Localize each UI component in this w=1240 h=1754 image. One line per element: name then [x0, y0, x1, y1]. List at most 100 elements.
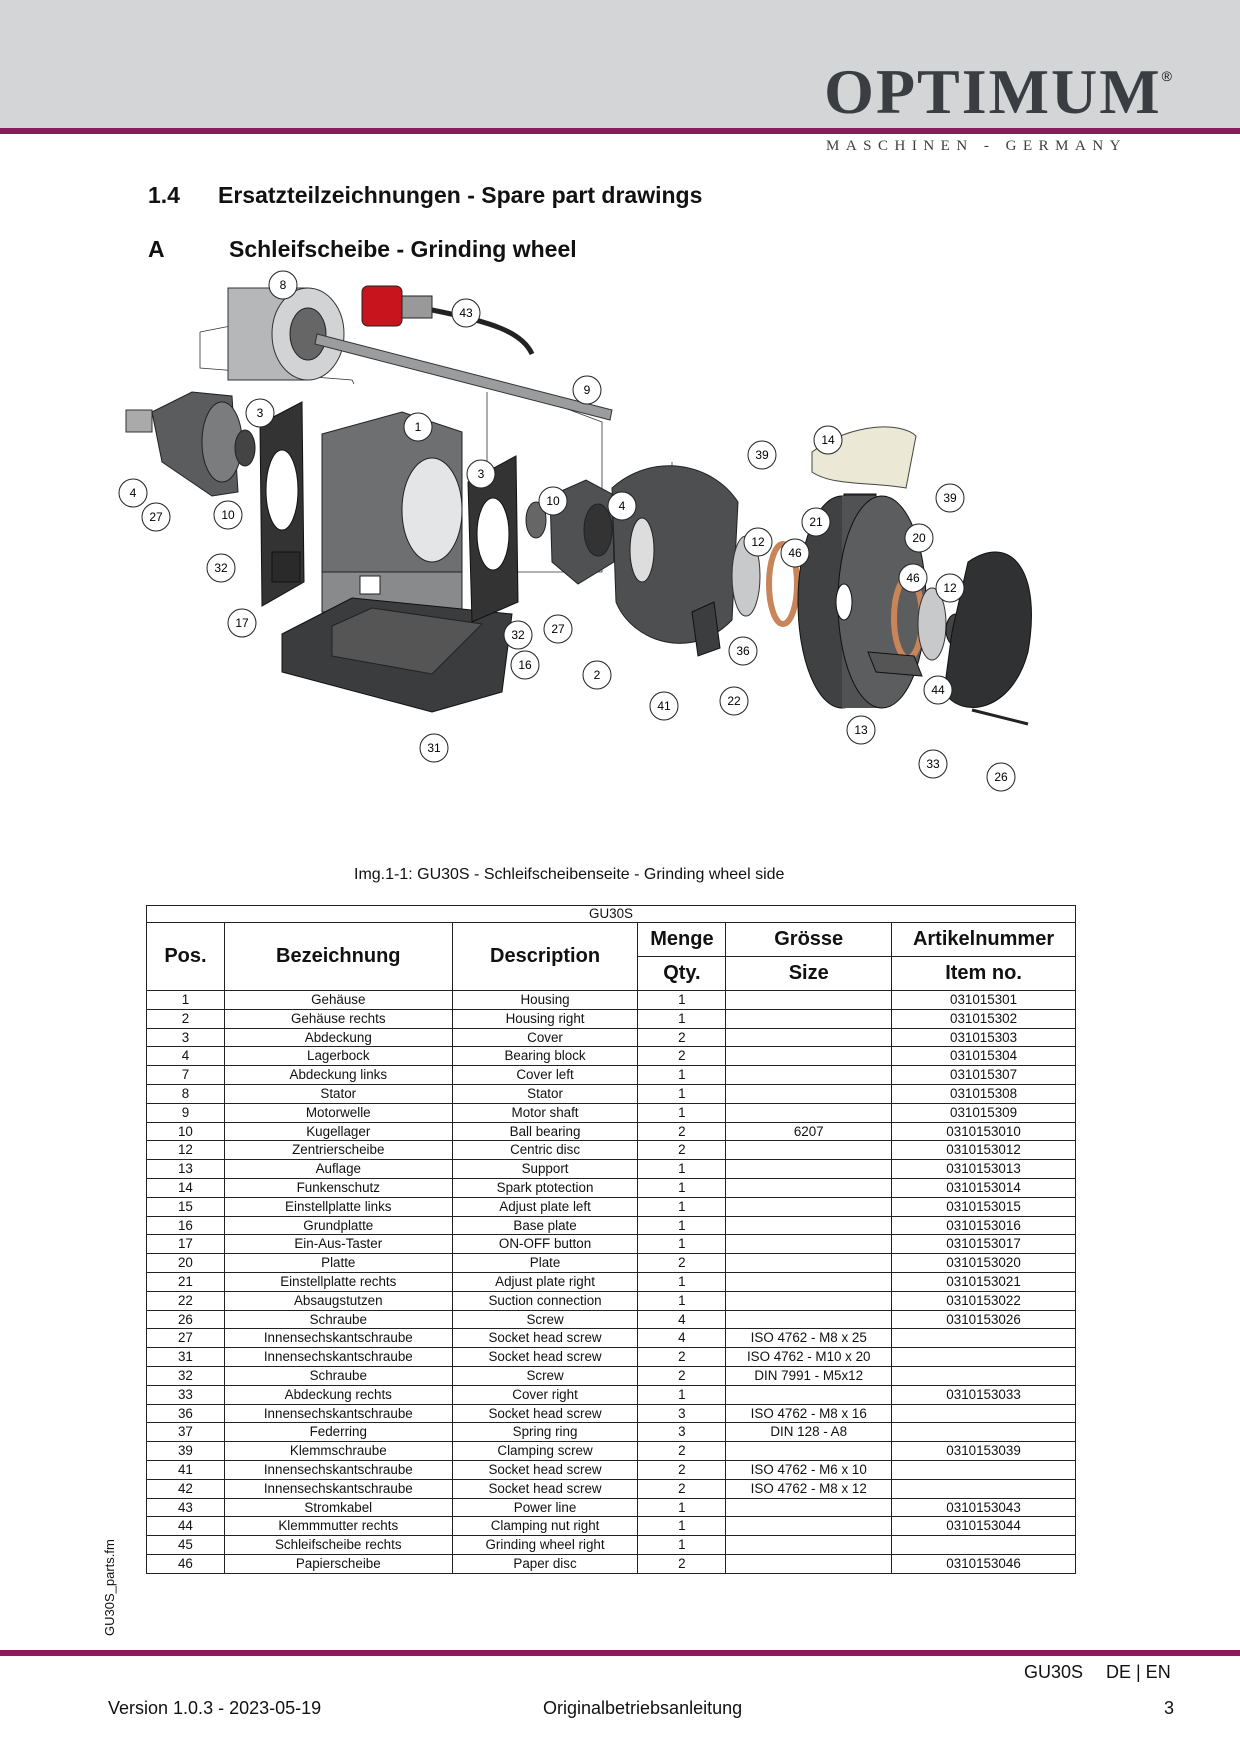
cell-item-no: 0310153033 — [891, 1384, 1076, 1405]
cell-qty: 2 — [637, 1347, 727, 1367]
footer-accent-line — [0, 1650, 1240, 1656]
cell-qty: 1 — [637, 1102, 727, 1123]
svg-text:8: 8 — [280, 278, 287, 292]
svg-text:39: 39 — [755, 448, 769, 462]
cell-description: Clamping screw — [451, 1441, 639, 1461]
callout: 39 — [935, 483, 965, 513]
cell-item-no: 0310153043 — [891, 1497, 1076, 1518]
cell-size: ISO 4762 - M8 x 25 — [725, 1328, 893, 1349]
cell-item-no: 0310153014 — [891, 1177, 1076, 1198]
cell-description: Screw — [451, 1365, 639, 1386]
svg-text:31: 31 — [427, 741, 441, 755]
cell-item-no: 0310153021 — [891, 1271, 1076, 1292]
switch-part — [271, 551, 301, 583]
svg-text:21: 21 — [809, 515, 823, 529]
callout: 46 — [780, 538, 810, 568]
callout: 33 — [918, 749, 948, 779]
cell-qty: 1 — [637, 1215, 727, 1236]
cell-qty: 4 — [637, 1309, 727, 1330]
cell-description: Suction connection — [451, 1290, 639, 1311]
footer-document-type: Originalbetriebsanleitung — [543, 1698, 743, 1718]
svg-text:32: 32 — [511, 628, 525, 642]
svg-text:10: 10 — [221, 508, 235, 522]
section-number: 1.4 — [148, 182, 180, 208]
cell-description: Clamping nut right — [451, 1516, 639, 1537]
callout: 4 — [118, 478, 148, 508]
cell-item-no — [891, 1328, 1076, 1349]
callout: 20 — [904, 523, 934, 553]
cell-bezeichnung: Innensechskantschraube — [223, 1478, 453, 1499]
right-bearing-block-part — [525, 479, 615, 585]
cell-pos: 16 — [146, 1215, 225, 1236]
cell-description: Motor shaft — [451, 1102, 639, 1123]
svg-text:33: 33 — [926, 757, 940, 771]
callout: 2 — [582, 660, 612, 690]
cell-description: Spring ring — [451, 1422, 639, 1443]
cell-pos: 17 — [146, 1234, 225, 1255]
parts-table: GU30S Pos. Bezeichnung Description Menge… — [146, 905, 1076, 1574]
cell-description: Centric disc — [451, 1140, 639, 1161]
brand-logo: OPTIMUM® — [824, 60, 1172, 124]
cell-size — [725, 1008, 893, 1029]
svg-text:43: 43 — [459, 306, 473, 320]
svg-text:4: 4 — [619, 499, 626, 513]
footer-version: Version 1.0.3 - 2023-05-19 — [108, 1698, 322, 1718]
cell-size — [725, 1234, 893, 1255]
cell-qty: 1 — [637, 1159, 727, 1179]
cell-bezeichnung: Zentrierscheibe — [223, 1140, 453, 1161]
cell-item-no — [891, 1535, 1076, 1555]
cell-bezeichnung: Motorwelle — [223, 1102, 453, 1123]
cell-pos: 3 — [146, 1027, 225, 1048]
svg-text:3: 3 — [478, 467, 485, 481]
svg-text:10: 10 — [546, 494, 560, 508]
cell-description: Base plate — [451, 1215, 639, 1236]
svg-text:14: 14 — [821, 433, 835, 447]
cell-description: Adjust plate left — [451, 1196, 639, 1217]
cell-item-no: 0310153020 — [891, 1253, 1076, 1273]
cell-pos: 44 — [146, 1516, 225, 1537]
cell-qty: 2 — [637, 1459, 727, 1480]
svg-text:16: 16 — [518, 658, 532, 672]
svg-text:36: 36 — [736, 644, 750, 658]
cell-size: ISO 4762 - M8 x 12 — [725, 1478, 893, 1499]
cell-size — [725, 1553, 893, 1574]
stator-part — [227, 287, 345, 381]
callout: 9 — [572, 375, 602, 405]
cell-item-no: 031015302 — [891, 1008, 1076, 1029]
right-housing-part — [611, 465, 739, 644]
cell-bezeichnung: Schraube — [223, 1365, 453, 1386]
cell-bezeichnung: Gehäuse rechts — [223, 1008, 453, 1029]
callout: 1 — [403, 412, 433, 442]
cell-size: ISO 4762 - M8 x 16 — [725, 1403, 893, 1424]
footer-language: DE | EN — [1106, 1662, 1171, 1682]
header-accent-line — [0, 128, 1240, 134]
svg-text:4: 4 — [130, 486, 137, 500]
svg-text:1: 1 — [415, 420, 422, 434]
cell-bezeichnung: Papierscheibe — [223, 1553, 453, 1574]
callout: 36 — [728, 636, 758, 666]
cell-qty: 2 — [637, 1027, 727, 1048]
cell-bezeichnung: Schraube — [223, 1309, 453, 1330]
cell-item-no: 0310153026 — [891, 1309, 1076, 1330]
cell-pos: 2 — [146, 1008, 225, 1029]
figure-caption: Img.1-1: GU30S - Schleifscheibenseite - … — [354, 866, 785, 883]
cell-item-no — [891, 1403, 1076, 1424]
cell-description: ON-OFF button — [451, 1234, 639, 1255]
callout: 43 — [451, 298, 481, 328]
cell-pos: 13 — [146, 1159, 225, 1179]
brand-registered-mark: ® — [1161, 68, 1172, 84]
cell-description: Socket head screw — [451, 1328, 639, 1349]
cell-bezeichnung: Federring — [223, 1422, 453, 1443]
